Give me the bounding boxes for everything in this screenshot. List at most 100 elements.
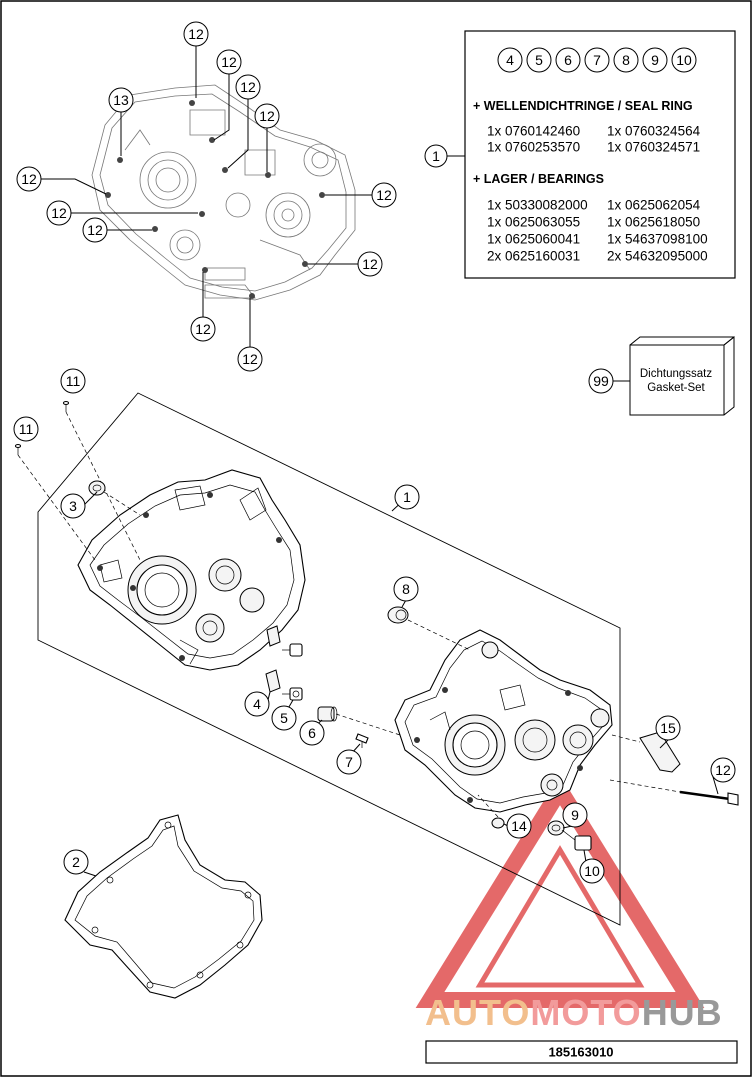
callout-12-left-c[interactable]: 12	[82, 217, 108, 243]
watermark-text-a: AUTO	[425, 992, 530, 1033]
svg-text:10: 10	[676, 52, 692, 68]
svg-text:10: 10	[584, 863, 600, 879]
callout-10[interactable]: 10	[579, 858, 605, 884]
callout-12-left-a[interactable]: 12	[16, 166, 42, 192]
svg-text:12: 12	[51, 205, 67, 221]
watermark-text: AUTOMOTOHUB	[425, 992, 723, 1033]
callout-5[interactable]: 5	[271, 705, 297, 731]
o-ring-14	[491, 817, 505, 829]
seal-part-1-0: 1x 0760253570	[487, 140, 580, 155]
svg-text:15: 15	[660, 720, 676, 736]
assembly-bracket-frame	[37, 392, 621, 926]
svg-text:5: 5	[535, 52, 543, 68]
info-box-callout-5[interactable]: 5	[526, 47, 552, 73]
callout-12-bottom-b[interactable]: 12	[237, 346, 263, 372]
bearing-part-3-1: 2x 54632095000	[607, 249, 708, 264]
svg-text:9: 9	[651, 52, 659, 68]
info-box-callout-7[interactable]: 7	[584, 47, 610, 73]
svg-text:2: 2	[72, 854, 80, 870]
svg-text:8: 8	[622, 52, 630, 68]
callout-99[interactable]: 99	[588, 368, 614, 394]
bearing-part-2-0: 1x 0625060041	[487, 232, 580, 247]
svg-text:1: 1	[403, 489, 411, 505]
callout-12-top-c[interactable]: 12	[235, 74, 261, 100]
callout-8[interactable]: 8	[393, 576, 419, 602]
svg-text:5: 5	[280, 710, 288, 726]
top-view-leaders	[41, 46, 372, 347]
watermark-triangle-inner	[475, 845, 645, 988]
plug-10	[574, 835, 592, 851]
bearing-part-1-0: 1x 0625063055	[487, 215, 580, 230]
svg-text:11: 11	[19, 421, 34, 437]
svg-text:12: 12	[188, 26, 204, 42]
pin-7	[355, 733, 369, 744]
callout-14[interactable]: 14	[506, 813, 532, 839]
watermark-text-b: MOTO	[530, 992, 641, 1033]
svg-text:4: 4	[253, 696, 261, 712]
callout-11-a[interactable]: 11	[60, 368, 86, 394]
gasket-set: Dichtungssatz Gasket-Set 99	[588, 335, 735, 416]
bearing-8	[387, 606, 409, 624]
plug-3	[88, 480, 106, 496]
info-box-callout-4[interactable]: 4	[497, 47, 523, 73]
seal-9	[547, 820, 565, 836]
crankcase-top-bearing	[265, 192, 311, 238]
small-parts	[14, 400, 739, 851]
callout-2[interactable]: 2	[63, 849, 89, 875]
callout-12-left-b[interactable]: 12	[46, 200, 72, 226]
crankcase-gasket	[64, 814, 263, 999]
svg-text:12: 12	[259, 108, 275, 124]
callout-12-bottom-a[interactable]: 12	[190, 316, 216, 342]
seal-part-1-1: 1x 0760324571	[607, 140, 700, 155]
bearing-part-0-1: 1x 0625062054	[607, 198, 701, 213]
callout-6[interactable]: 6	[299, 720, 325, 746]
info-box-callout-8[interactable]: 8	[613, 47, 639, 73]
callout-layer: 12 12 12 12 13 12 12 12 12 12 12 12 11 1…	[13, 21, 736, 884]
svg-text:12: 12	[715, 762, 731, 778]
gasket-set-line2: Gasket-Set	[647, 382, 705, 394]
info-box-callout-9[interactable]: 9	[642, 47, 668, 73]
seal-part-0-0: 1x 0760142460	[487, 124, 580, 139]
callout-12-top-a[interactable]: 12	[183, 21, 209, 47]
svg-text:7: 7	[593, 52, 601, 68]
callout-12-right-a[interactable]: 12	[371, 182, 397, 208]
bearing-header: + LAGER / BEARINGS	[473, 172, 604, 186]
info-box-callout-10[interactable]: 10	[671, 47, 697, 73]
callout-12-top-d[interactable]: 12	[254, 103, 280, 129]
svg-text:3: 3	[69, 498, 77, 514]
svg-text:6: 6	[308, 725, 316, 741]
watermark-triangle	[415, 774, 705, 1008]
svg-text:12: 12	[21, 171, 37, 187]
callout-15[interactable]: 15	[655, 715, 681, 741]
callout-13[interactable]: 13	[108, 87, 134, 113]
svg-text:11: 11	[66, 373, 81, 389]
callout-4[interactable]: 4	[244, 691, 270, 717]
svg-text:99: 99	[593, 373, 609, 389]
bearing-part-1-1: 1x 0625618050	[607, 215, 700, 230]
seal-part-0-1: 1x 0760324564	[607, 124, 701, 139]
callout-12-top-b[interactable]: 12	[216, 49, 242, 75]
callout-info-1[interactable]: 1	[424, 144, 448, 168]
callout-3[interactable]: 3	[60, 493, 86, 519]
svg-text:8: 8	[402, 581, 410, 597]
right-case-outline	[394, 629, 613, 813]
svg-text:7: 7	[345, 754, 353, 770]
bearing-part-3-0: 2x 0625160031	[487, 249, 580, 264]
callout-11-b[interactable]: 11	[13, 416, 39, 442]
callout-9[interactable]: 9	[562, 802, 588, 828]
callout-12-bolt[interactable]: 12	[710, 757, 736, 783]
diagram-code-box	[425, 1040, 738, 1064]
callout-12-right-b[interactable]: 12	[357, 251, 383, 277]
left-case-outline	[77, 469, 306, 671]
callout-1[interactable]: 1	[394, 484, 420, 510]
svg-text:12: 12	[221, 54, 237, 70]
callout-7[interactable]: 7	[336, 749, 362, 775]
bearing-part-2-1: 1x 54637098100	[607, 232, 708, 247]
info-box-callout-6[interactable]: 6	[555, 47, 581, 73]
gasket-2-outline	[64, 814, 263, 999]
svg-text:9: 9	[571, 807, 579, 823]
